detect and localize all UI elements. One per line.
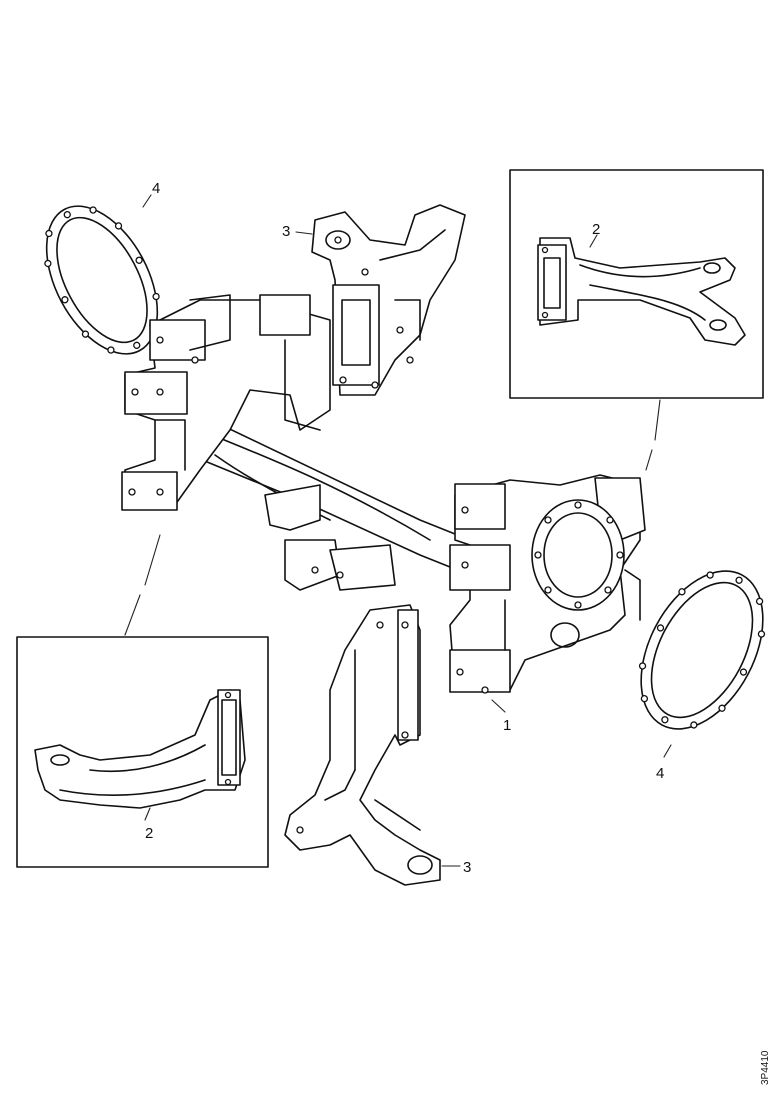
callout-part3-top: 3 [282,223,290,240]
callout-part3-bottom: 3 [463,859,471,876]
gasket-ring-right [638,570,766,730]
lower-mount-bracket [284,604,441,886]
gasket-ring-left [44,205,160,355]
inset-box-bottom-left [16,636,269,868]
callout-part4-right: 4 [656,765,664,782]
callout-part4-left: 4 [152,180,160,197]
callout-part1: 1 [503,717,511,734]
callout-part2-top-inset: 2 [592,221,600,238]
inset-box-top-right [509,169,764,399]
axle-housing [121,294,646,694]
callout-part2-left-inset: 2 [145,825,153,842]
reference-code: 3P4410 [760,1050,771,1085]
upper-mount-bracket [311,204,466,396]
